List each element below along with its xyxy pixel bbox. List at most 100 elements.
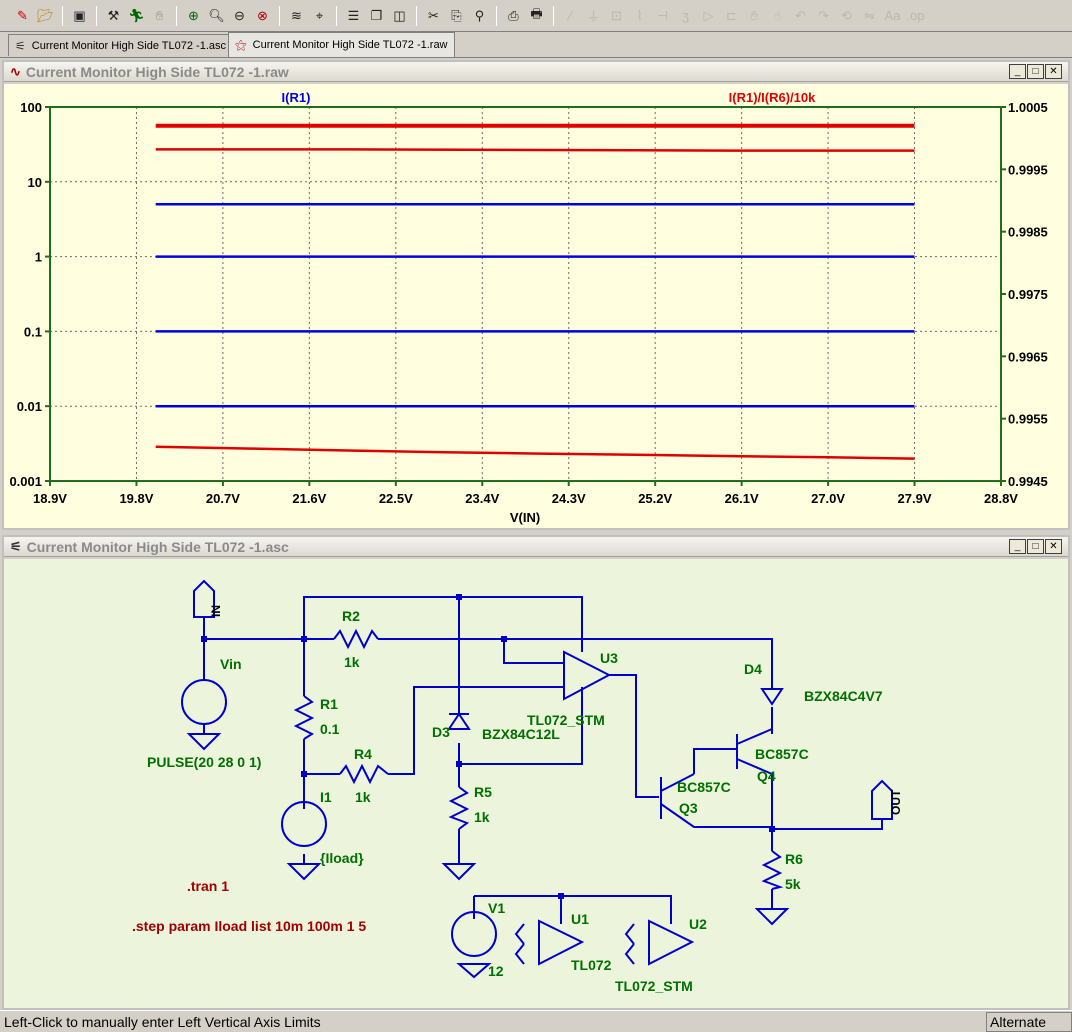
cut-icon[interactable]: ✂: [428, 7, 439, 23]
port-out-label[interactable]: OUT: [889, 789, 903, 815]
tab-schematic[interactable]: ⚟ Current Monitor High Side TL072 -1.asc: [8, 34, 233, 56]
undo-icon[interactable]: ↶: [795, 7, 806, 23]
x-tick-label[interactable]: 27.9V: [898, 491, 932, 506]
left-tick-label[interactable]: 1: [35, 250, 42, 265]
resistor-r5[interactable]: [448, 786, 470, 830]
port-in[interactable]: [193, 579, 215, 618]
wire[interactable]: [459, 687, 583, 765]
value-r4[interactable]: 1k: [355, 789, 371, 805]
resistor-r4[interactable]: [339, 763, 389, 785]
value-r5[interactable]: 1k: [474, 809, 490, 825]
voltage-source-v1[interactable]: [451, 911, 497, 957]
label-r5[interactable]: R5: [474, 784, 492, 800]
ground-icon[interactable]: ⏚: [586, 9, 600, 24]
label-r6[interactable]: R6: [785, 851, 803, 867]
value-i1[interactable]: {Iload}: [320, 850, 364, 866]
trace-label-right[interactable]: I(R1)/I(R6)/10k: [729, 90, 816, 105]
right-tick-label[interactable]: 0.9955: [1008, 412, 1048, 427]
value-d4[interactable]: BZX84C4V7: [804, 688, 883, 704]
wire[interactable]: [378, 638, 564, 664]
current-source-i1[interactable]: [281, 801, 327, 847]
label-vin[interactable]: Vin: [220, 656, 242, 672]
label-d3[interactable]: D3: [432, 724, 450, 740]
resistor-r6[interactable]: [761, 850, 784, 890]
wire[interactable]: [504, 638, 773, 667]
label-r4[interactable]: R4: [354, 746, 372, 762]
zoom-area-icon[interactable]: 🔍︎: [208, 7, 225, 23]
text-icon[interactable]: Aa: [884, 8, 901, 23]
print-icon[interactable]: 🖶︎: [530, 5, 543, 21]
run-icon[interactable]: 🏃︎: [128, 7, 145, 23]
plot-pane[interactable]: I(R1) I(R1)/I(R6)/10k 18.9V 19.8V 20.7V 21.…: [4, 84, 1068, 528]
new-schematic-icon[interactable]: ✎: [17, 7, 28, 23]
right-tick-label[interactable]: 0.9995: [1008, 162, 1048, 177]
schematic-drawing[interactable]: Vin PULSE(20 28 0 1) R1 0.1 R2 1k R4 1k …: [4, 559, 1068, 1008]
waveform-chart[interactable]: I(R1) I(R1)/I(R6)/10k 18.9V 19.8V 20.7V 21.…: [4, 84, 1068, 528]
trace-label-left[interactable]: I(R1): [282, 90, 311, 105]
x-tick-label[interactable]: 27.0V: [811, 491, 845, 506]
minimize-button[interactable]: _: [1009, 539, 1026, 554]
wire[interactable]: [303, 596, 583, 652]
zener-d4[interactable]: [760, 688, 784, 706]
tile-vertical-icon[interactable]: ◫: [393, 7, 406, 23]
x-tick-label[interactable]: 21.6V: [292, 491, 326, 506]
tab-waveform[interactable]: ⚝ Current Monitor High Side TL072 -1.raw: [228, 32, 455, 57]
trace-i-r1-over-i-r6[interactable]: [155, 148, 915, 152]
wire[interactable]: [388, 686, 564, 775]
left-tick-label[interactable]: 100: [20, 100, 42, 115]
right-tick-label[interactable]: 0.9985: [1008, 225, 1048, 240]
opamp-u3[interactable]: [563, 650, 612, 701]
label-u2[interactable]: U2: [689, 916, 707, 932]
label-v1[interactable]: V1: [488, 900, 505, 916]
diode-icon[interactable]: ▷: [703, 7, 714, 23]
component-icon[interactable]: ⊏: [726, 7, 737, 23]
control-panel-icon[interactable]: ⚒: [107, 7, 120, 23]
value-q3[interactable]: BC857C: [677, 779, 731, 795]
label-u3[interactable]: U3: [600, 650, 618, 666]
cursor-icon[interactable]: ⌖: [315, 7, 324, 23]
redo-icon[interactable]: ↷: [818, 7, 829, 23]
x-tick-label[interactable]: 18.9V: [33, 491, 67, 506]
value-vin[interactable]: PULSE(20 28 0 1): [147, 754, 261, 770]
right-tick-label[interactable]: 0.9975: [1008, 287, 1048, 302]
right-tick-label[interactable]: 0.9965: [1008, 349, 1048, 364]
x-tick-label[interactable]: 20.7V: [206, 491, 240, 506]
schematic-canvas[interactable]: Vin PULSE(20 28 0 1) R1 0.1 R2 1k R4 1k …: [4, 559, 1068, 1008]
inductor-icon[interactable]: ʒ: [681, 8, 690, 23]
open-icon[interactable]: 📂︎: [37, 7, 54, 23]
label-r2[interactable]: R2: [342, 608, 360, 624]
find-icon[interactable]: ⚲: [474, 7, 485, 23]
rotate-icon[interactable]: ⟲: [841, 7, 852, 23]
wire[interactable]: [609, 674, 659, 798]
transistor-q4[interactable]: [693, 728, 773, 797]
zoom-cancel-icon[interactable]: ⊗: [257, 7, 268, 23]
tile-horizontal-icon[interactable]: ☰: [347, 7, 360, 23]
autorange-icon[interactable]: ≋: [291, 7, 302, 23]
resistor-icon[interactable]: ⌇: [636, 7, 643, 23]
value-v1[interactable]: 12: [488, 963, 504, 979]
cascade-icon[interactable]: ❐: [370, 7, 383, 23]
wire[interactable]: [772, 819, 883, 830]
x-tick-label[interactable]: 19.8V: [119, 491, 153, 506]
spice-directive-icon[interactable]: .op: [906, 8, 925, 23]
spice-directive-step[interactable]: .step param Iload list 10m 100m 1 5: [132, 918, 366, 934]
x-tick-label[interactable]: 28.8V: [984, 491, 1018, 506]
left-tick-label[interactable]: 0.001: [9, 474, 42, 489]
pan-icon[interactable]: ✋︎: [155, 7, 164, 23]
zoom-in-icon[interactable]: ⊕: [188, 7, 199, 23]
value-r2[interactable]: 1k: [344, 654, 360, 670]
right-tick-label[interactable]: 1.0005: [1008, 100, 1048, 115]
left-tick-label[interactable]: 0.01: [17, 399, 42, 414]
value-r6[interactable]: 5k: [785, 876, 801, 892]
x-tick-label[interactable]: 23.4V: [465, 491, 499, 506]
value-u2[interactable]: TL072_STM: [615, 978, 693, 994]
value-r1[interactable]: 0.1: [320, 721, 340, 737]
port-out[interactable]: [871, 779, 893, 820]
draw-wire-icon[interactable]: ⁄: [569, 8, 572, 23]
value-u3[interactable]: TL072_STM: [527, 712, 605, 728]
value-q4[interactable]: BC857C: [755, 746, 809, 762]
zener-d3[interactable]: [447, 712, 471, 730]
waveform-window-titlebar[interactable]: ∿ Current Monitor High Side TL072 -1.raw: [4, 62, 1068, 82]
